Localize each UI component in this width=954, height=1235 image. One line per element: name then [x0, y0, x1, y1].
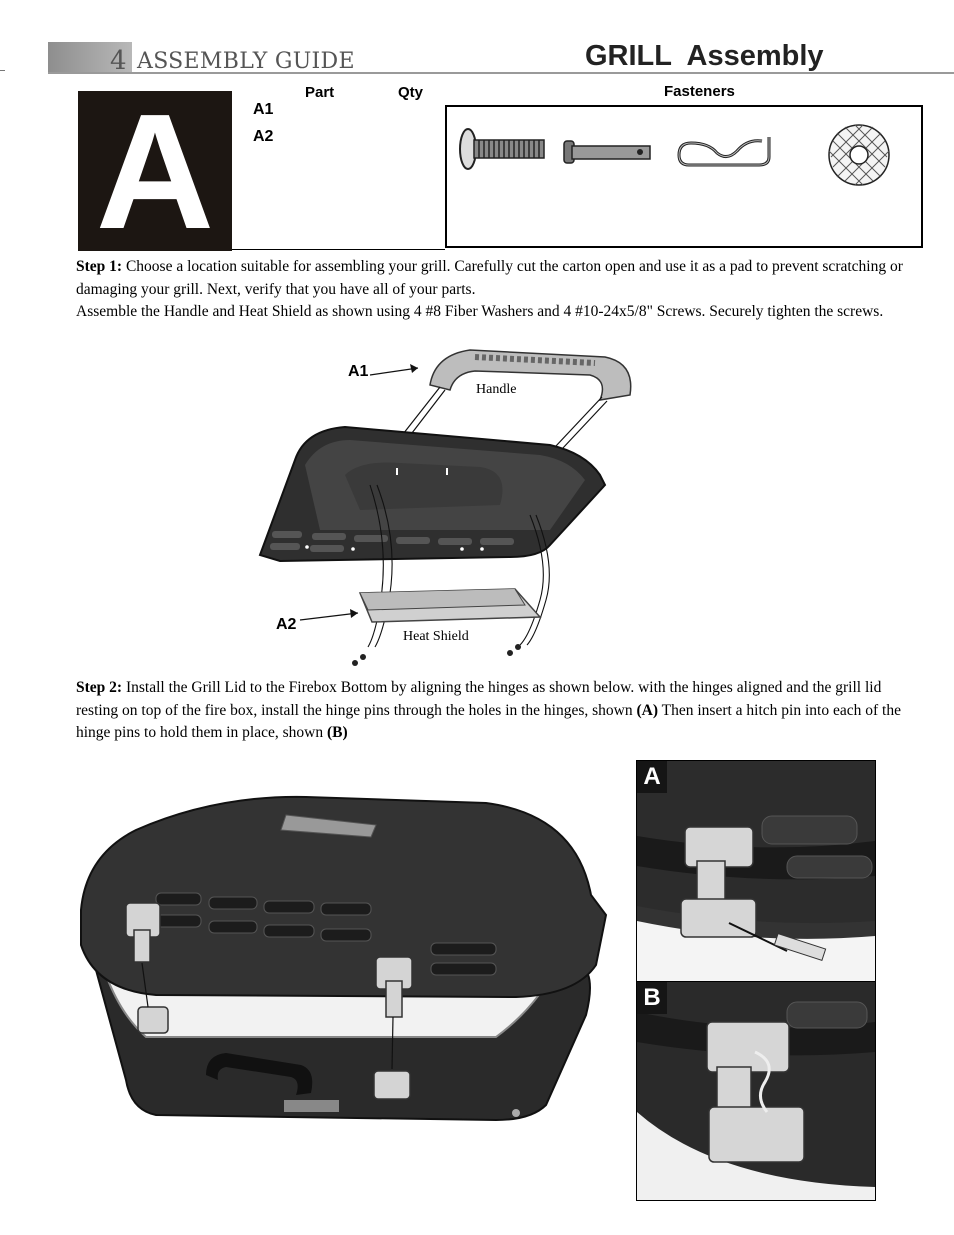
step-2-paragraph: Step 2: Install the Grill Lid to the Fir… [76, 677, 926, 745]
header-rule [48, 72, 954, 74]
inset-b-tag: B [637, 982, 667, 1014]
caption-handle: Handle [476, 382, 517, 397]
step-2-text-middle: Then insert a hitch pin into each of the… [76, 701, 901, 742]
label-a2: A2 [276, 616, 297, 633]
lid-assembly-illustration [258, 349, 632, 666]
inset-b-hitch-pin-illustration [637, 982, 875, 1200]
hinge-right-illustration [373, 956, 413, 1100]
step-2-ref-b: (B) [326, 724, 348, 741]
screw-icon [459, 128, 545, 170]
margin-tick [0, 70, 5, 71]
inset-a: A [636, 760, 876, 982]
grill-hinge-illustration [80, 795, 608, 1122]
inset-a-hinge-pin-illustration [637, 761, 875, 981]
grill-lid-illustration [80, 795, 608, 999]
col-part-header: Part [305, 84, 335, 101]
inset-a-tag: A [637, 761, 667, 793]
fiber-washer-icon [828, 124, 890, 186]
step-2-ref-a: (A) [636, 701, 659, 719]
page-number: 4 [110, 46, 127, 76]
label-a1: A1 [348, 363, 369, 380]
heat-shield-illustration [358, 588, 542, 623]
section-letter: A [95, 80, 215, 263]
caption-heat-shield: Heat Shield [403, 629, 469, 644]
section-title: GRILL Assembly [585, 40, 824, 72]
inset-b: B [636, 981, 876, 1201]
step-1-paragraph: Step 1: Choose a location suitable for a… [76, 256, 926, 324]
figure-handle-heat-shield: A1 A2 Handle Heat Shield [250, 335, 650, 670]
fasteners-box [445, 105, 923, 248]
part-a1: A1 [253, 101, 274, 118]
col-qty-header: Qty [398, 84, 424, 101]
part-a2: A2 [253, 128, 274, 145]
fasteners-illustration [459, 124, 890, 186]
hinge-pin-icon [563, 140, 651, 164]
section-letter-box: A [78, 80, 232, 263]
step-2-label: Step 2: [76, 679, 123, 696]
step-1-label: Step 1: [76, 258, 123, 275]
guide-title: ASSEMBLY GUIDE [137, 49, 355, 74]
step-2-text-before: Install the Grill Lid to the Firebox Bot… [76, 679, 882, 719]
col-fasteners-header: Fasteners [664, 83, 735, 100]
figure-grill-hinges [76, 775, 616, 1140]
grill-lid-illustration [258, 425, 607, 563]
table-rule [232, 249, 445, 250]
step-1-text-2: Assemble the Handle and Heat Shield as s… [76, 303, 884, 320]
hitch-pin-icon [677, 137, 771, 167]
step-1-text: Choose a location suitable for assemblin… [76, 258, 903, 298]
header-band [48, 42, 132, 74]
hinge-left-illustration [125, 902, 169, 1034]
handle-illustration [429, 349, 632, 401]
